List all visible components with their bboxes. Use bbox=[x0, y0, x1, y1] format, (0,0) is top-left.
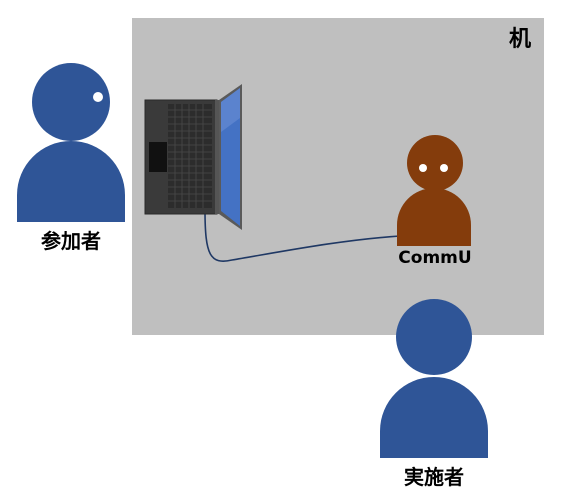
robot-icon bbox=[397, 135, 471, 246]
robot-eye-right bbox=[440, 164, 448, 172]
robot-head bbox=[407, 135, 463, 191]
laptop-icon bbox=[144, 84, 242, 230]
participant-person-icon bbox=[17, 63, 125, 222]
laptop-keyboard bbox=[168, 104, 212, 208]
experimenter-body bbox=[380, 377, 488, 458]
participant-head bbox=[32, 63, 110, 141]
participant-label: 参加者 bbox=[41, 229, 101, 253]
participant-body bbox=[17, 141, 125, 222]
laptop-touchpad bbox=[149, 142, 167, 172]
table-label: 机 bbox=[509, 27, 531, 52]
experimenter-label: 実施者 bbox=[404, 465, 464, 489]
laptop-hinge bbox=[215, 100, 220, 214]
cable-line bbox=[204, 209, 401, 262]
robot-eye-left bbox=[419, 164, 427, 172]
experimenter-head bbox=[396, 299, 472, 375]
experimenter-person-icon bbox=[380, 299, 488, 458]
robot-label: CommU bbox=[398, 248, 471, 268]
robot-body bbox=[397, 188, 471, 246]
participant-eye bbox=[93, 92, 103, 102]
